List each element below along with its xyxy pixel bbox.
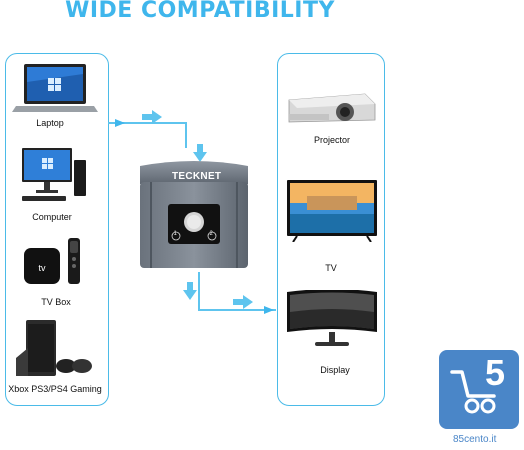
arrow-down-icon [183,282,197,300]
arrow-down-icon [193,144,207,162]
arrow-right-icon [233,295,253,309]
display-label: Display [320,365,350,375]
arrow-right-icon [142,110,162,124]
projector-label: Projector [313,135,351,145]
projector-icon [288,93,376,123]
arrow-right-icon [264,306,274,314]
input-wire-down [185,122,187,148]
output-wire [198,309,276,311]
switch-port-2-label: 2 [209,230,213,237]
site-logo [439,350,519,429]
page-title: WIDE COMPATIBILITY [65,0,335,23]
switch-port-1-label: 1 [173,230,177,237]
game-console-label: Xbox PS3/PS4 Gaming [8,384,102,394]
tv-icon [287,180,377,242]
game-console-icon [16,320,92,376]
output-wire-down [198,272,200,310]
tv-label: TV [325,263,337,273]
desktop-computer-icon [22,148,86,201]
arrow-right-icon [115,119,125,127]
shopping-cart-icon [450,370,496,414]
curved-monitor-icon [287,290,377,346]
input-wire [108,122,186,124]
switch-brand: TECKNET [172,171,222,182]
computer-label: Computer [32,212,72,222]
laptop-label: Laptop [36,118,64,128]
watermark-text: 85cento.it [453,434,497,445]
laptop-icon [12,64,98,112]
svg-text:tv: tv [38,263,46,273]
tv-box-label: TV Box [41,297,71,307]
hdmi-switch-icon [140,161,248,268]
logo-digit: 5 [485,352,506,393]
tv-box-icon: tv [24,238,80,284]
